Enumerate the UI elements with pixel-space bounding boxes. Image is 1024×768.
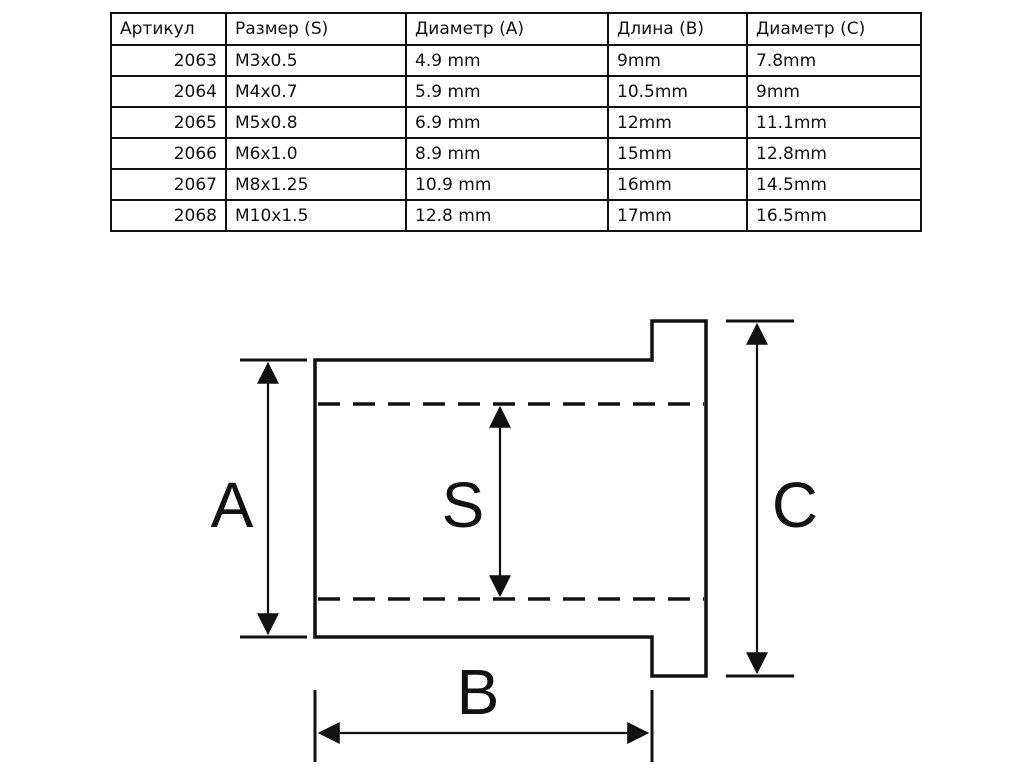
cell-size-s: M5x0.8 <box>225 106 407 139</box>
cell-length-b: 17mm <box>607 199 748 232</box>
cell-length-b: 9mm <box>607 44 748 77</box>
cell-article: 2068 <box>110 199 227 232</box>
cell-length-b: 15mm <box>607 137 748 170</box>
cell-article: 2065 <box>110 106 227 139</box>
cell-size-s: M8x1.25 <box>225 168 407 201</box>
cell-length-b: 12mm <box>607 106 748 139</box>
cell-diameter-c: 12.8mm <box>746 137 922 170</box>
table-header-row: Артикул Размер (S) Диаметр (A) Длина (B)… <box>110 12 922 46</box>
dimension-a-label: A <box>211 469 254 541</box>
cell-article: 2063 <box>110 44 227 77</box>
cell-article: 2067 <box>110 168 227 201</box>
cell-diameter-a: 8.9 mm <box>405 137 609 170</box>
spec-table: Артикул Размер (S) Диаметр (A) Длина (B)… <box>110 12 922 232</box>
cell-diameter-c: 16.5mm <box>746 199 922 232</box>
table-row: 2063 M3x0.5 4.9 mm 9mm 7.8mm <box>110 44 922 77</box>
dimension-b-label: B <box>457 656 500 728</box>
cell-length-b: 16mm <box>607 168 748 201</box>
cell-diameter-c: 9mm <box>746 75 922 108</box>
cell-length-b: 10.5mm <box>607 75 748 108</box>
dimension-s-label: S <box>442 469 485 541</box>
cell-article: 2066 <box>110 137 227 170</box>
table-row: 2065 M5x0.8 6.9 mm 12mm 11.1mm <box>110 106 922 139</box>
table-row: 2064 M4x0.7 5.9 mm 10.5mm 9mm <box>110 75 922 108</box>
cell-diameter-a: 5.9 mm <box>405 75 609 108</box>
cell-diameter-c: 7.8mm <box>746 44 922 77</box>
cell-diameter-a: 4.9 mm <box>405 44 609 77</box>
header-article: Артикул <box>110 12 227 46</box>
header-size-s: Размер (S) <box>225 12 407 46</box>
cell-diameter-c: 11.1mm <box>746 106 922 139</box>
cell-diameter-a: 12.8 mm <box>405 199 609 232</box>
bushing-outline <box>313 319 708 678</box>
cell-size-s: M3x0.5 <box>225 44 407 77</box>
dimension-c-label: C <box>772 469 818 541</box>
table-row: 2068 M10x1.5 12.8 mm 17mm 16.5mm <box>110 199 922 232</box>
table-row: 2067 M8x1.25 10.9 mm 16mm 14.5mm <box>110 168 922 201</box>
header-diameter-c: Диаметр (C) <box>746 12 922 46</box>
cell-size-s: M10x1.5 <box>225 199 407 232</box>
cell-article: 2064 <box>110 75 227 108</box>
header-diameter-a: Диаметр (A) <box>405 12 609 46</box>
table-row: 2066 M6x1.0 8.9 mm 15mm 12.8mm <box>110 137 922 170</box>
cell-diameter-a: 10.9 mm <box>405 168 609 201</box>
cell-diameter-a: 6.9 mm <box>405 106 609 139</box>
cell-size-s: M4x0.7 <box>225 75 407 108</box>
cell-size-s: M6x1.0 <box>225 137 407 170</box>
header-length-b: Длина (B) <box>607 12 748 46</box>
cell-diameter-c: 14.5mm <box>746 168 922 201</box>
